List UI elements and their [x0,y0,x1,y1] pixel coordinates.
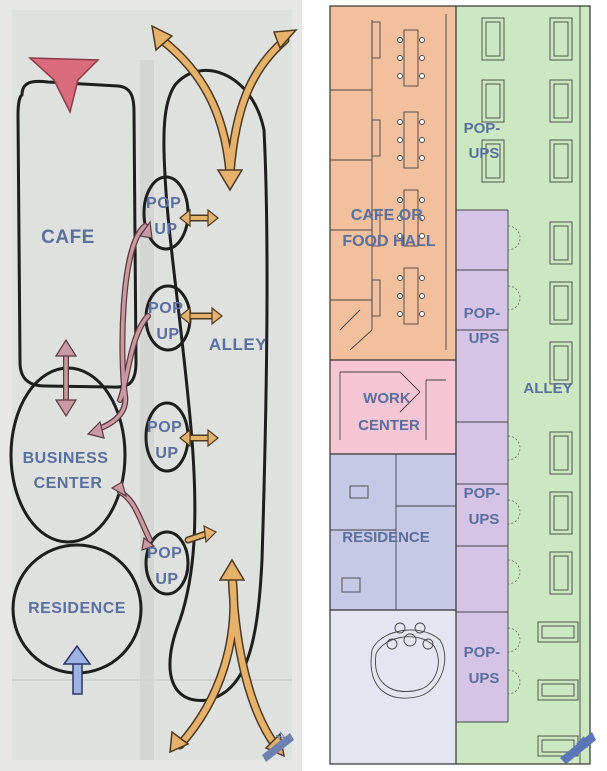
left-bubble-diagram: N CAFE POP UP POP UP POP UP POP UP ALLEY… [0,0,302,771]
label-residence-plan: RESIDENCE [342,529,430,546]
label-alley-plan: ALLEY [523,380,572,397]
label-residence: RESIDENCE [28,600,126,617]
work-center-zone [330,360,456,454]
right-floor-plan: POP- UPS CAFE OR FOOD HALL POP- UPS WORK… [314,0,607,771]
cafe-zone [330,6,456,360]
panel-divider [302,0,314,771]
popups-bottom-zone [456,612,508,722]
label-alley: ALLEY [209,335,267,354]
label-cafe: CAFE [41,227,95,248]
